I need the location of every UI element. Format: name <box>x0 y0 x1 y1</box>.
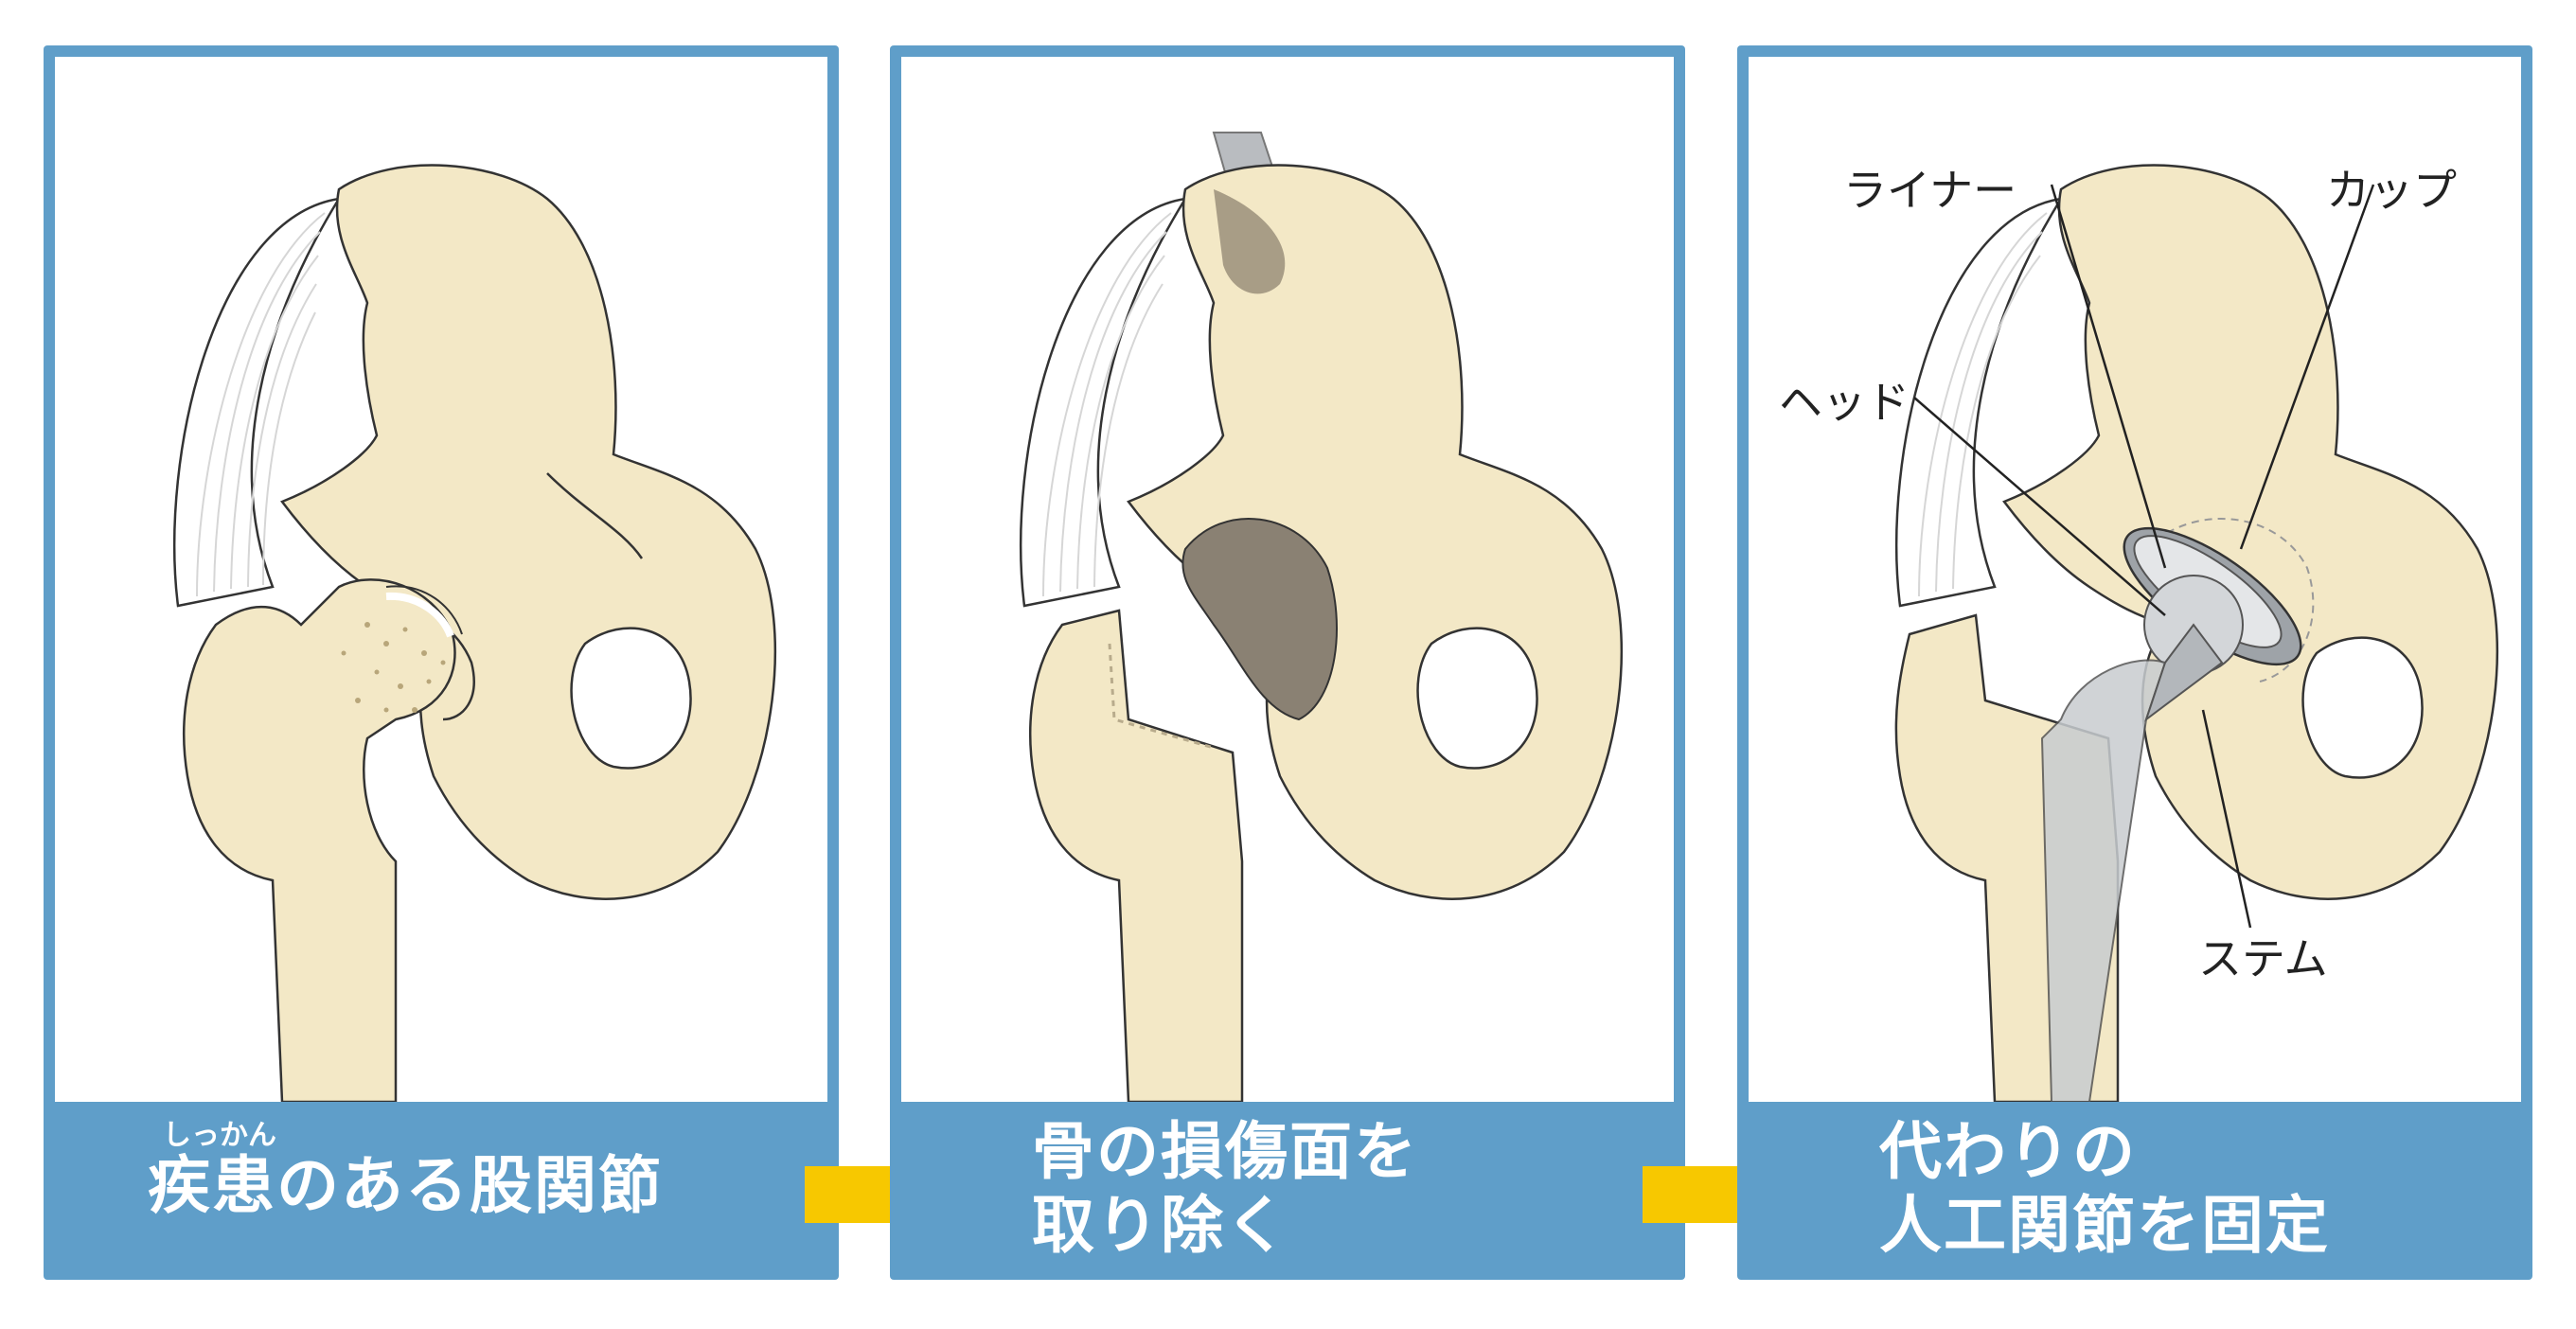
caption-ruby: しっかん <box>163 1111 276 1153</box>
caption-line: 取り除く <box>1032 1195 1289 1257</box>
panel-diseased-hip: しっかん 疾患のある股関節 <box>44 45 839 1280</box>
caption-line: 疾患のある股関節 <box>148 1155 663 1217</box>
panel-illustration: ライナー カップ ヘッド ステム <box>1749 57 2521 1102</box>
label-cup: カップ <box>2326 168 2457 212</box>
caption-line: 人工関節を固定 <box>1879 1195 2330 1257</box>
hip-joint-illustration <box>901 57 1674 1102</box>
hip-joint-illustration <box>55 57 827 1102</box>
caption-line: 代わりの <box>1879 1121 2137 1183</box>
panel-illustration <box>55 57 827 1102</box>
caption-line: 骨の損傷面を <box>1032 1121 1418 1183</box>
panel-caption: 骨の損傷面を 取り除く <box>890 1102 1685 1280</box>
panel-remove-damage: 骨の損傷面を 取り除く <box>890 45 1685 1280</box>
panel-artificial-joint: ライナー カップ ヘッド ステム 代わりの 人工関節を固定 <box>1737 45 2532 1280</box>
panel-caption: 代わりの 人工関節を固定 <box>1737 1102 2532 1280</box>
panel-illustration <box>901 57 1674 1102</box>
label-head: ヘッド <box>1779 381 1910 424</box>
panel-caption: しっかん 疾患のある股関節 <box>44 1102 839 1280</box>
label-stem: ステム <box>2198 937 2328 981</box>
label-liner: ライナー <box>1843 168 2016 212</box>
